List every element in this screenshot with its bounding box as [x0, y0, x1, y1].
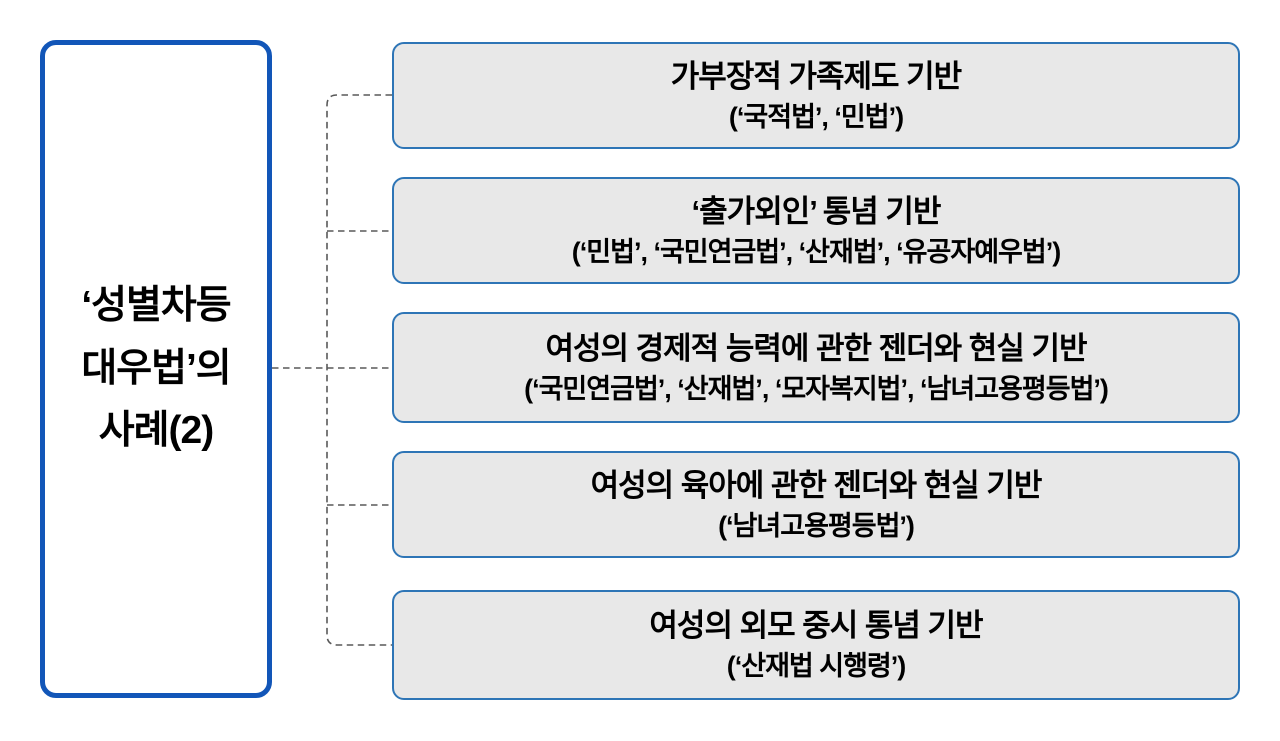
- leaf-node-appearance-emphasis: 여성의 외모 중시 통념 기반 (‘산재법 시행령’): [392, 590, 1240, 700]
- leaf-subtitle: (‘국민연금법’, ‘산재법’, ‘모자복지법’, ‘남녀고용평등법’): [524, 373, 1109, 404]
- leaf-node-economic-ability: 여성의 경제적 능력에 관한 젠더와 현실 기반 (‘국민연금법’, ‘산재법’…: [392, 312, 1240, 423]
- leaf-node-married-daughter-notion: ‘출가외인’ 통념 기반 (‘민법’, ‘국민연금법’, ‘산재법’, ‘유공자…: [392, 177, 1240, 284]
- leaf-subtitle: (‘국적법’, ‘민법’): [728, 101, 904, 132]
- dashed-connector-path: [272, 94, 392, 646]
- root-label: ‘성별차등 대우법’의 사례(2): [81, 284, 231, 453]
- leaf-subtitle: (‘산재법 시행령’): [726, 651, 907, 682]
- leaf-title: 여성의 경제적 능력에 관한 젠더와 현실 기반: [545, 330, 1087, 366]
- root-node: ‘성별차등 대우법’의 사례(2): [40, 40, 272, 698]
- leaf-subtitle: (‘남녀고용평등법’): [718, 510, 915, 541]
- leaf-title: ‘출가외인’ 통념 기반: [691, 193, 942, 229]
- leaf-title: 가부장적 가족제도 기반: [670, 58, 962, 94]
- leaf-node-patriarchal-family: 가부장적 가족제도 기반 (‘국적법’, ‘민법’): [392, 42, 1240, 149]
- leaf-title: 여성의 육아에 관한 젠더와 현실 기반: [590, 467, 1043, 503]
- leaf-node-childcare: 여성의 육아에 관한 젠더와 현실 기반 (‘남녀고용평등법’): [392, 451, 1240, 558]
- leaf-subtitle: (‘민법’, ‘국민연금법’, ‘산재법’, ‘유공자예우법’): [571, 236, 1061, 267]
- leaf-title: 여성의 외모 중시 통념 기반: [649, 608, 983, 644]
